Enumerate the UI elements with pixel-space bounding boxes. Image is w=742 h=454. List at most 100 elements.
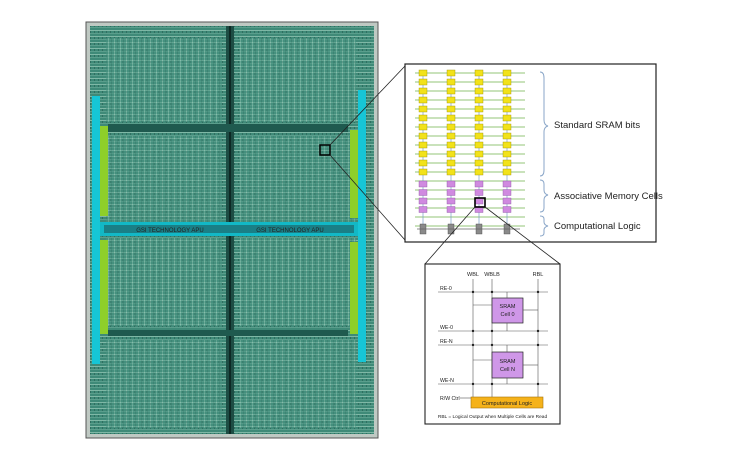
label-standard-sram: Standard SRAM bits	[554, 120, 640, 131]
sram-bit	[474, 69, 484, 77]
row-label-we0: WE-0	[440, 325, 453, 331]
die-block	[240, 340, 356, 428]
h-band	[108, 124, 348, 132]
col-label-wblb: WBLB	[484, 272, 500, 278]
lime-strip-right-bottom	[350, 242, 358, 334]
assoc-cell	[446, 189, 456, 196]
cyan-strip-right	[358, 90, 366, 362]
zoom2-line-left	[424, 206, 476, 265]
sram-bit	[502, 141, 512, 149]
row-label-ren: RE-N	[440, 339, 453, 345]
zoom2-line-right	[484, 206, 561, 265]
sram-bit	[502, 168, 512, 176]
sram-bit	[446, 132, 456, 140]
sram-bit	[474, 132, 484, 140]
assoc-cell	[446, 180, 456, 188]
assoc-cell	[502, 206, 512, 213]
zoom-line-bottom	[329, 154, 406, 241]
sram-bit	[418, 114, 428, 122]
zoom-source-marker	[319, 144, 331, 156]
assoc-cell	[474, 197, 484, 205]
sram-bit	[418, 105, 428, 113]
col-label-wbl: WBL	[467, 272, 479, 278]
sram-bit	[418, 150, 428, 158]
row-label-wen: WE-N	[440, 378, 454, 384]
sram-bit	[502, 159, 512, 167]
sram-bit	[474, 159, 484, 167]
sram-bit	[418, 132, 428, 140]
h-band	[108, 330, 348, 336]
die-block	[106, 340, 222, 428]
sram-bit	[474, 123, 484, 131]
assoc-cell	[446, 206, 456, 213]
sram-bit	[502, 123, 512, 131]
sram-bit	[418, 96, 428, 104]
sram-bit	[418, 69, 428, 77]
label-associative-memory: Associative Memory Cells	[554, 191, 663, 202]
die-block	[240, 136, 356, 222]
center-strip-text-right: GSI TECHNOLOGY APU	[256, 228, 323, 234]
sram-bit	[446, 123, 456, 131]
sram-bit	[474, 168, 484, 176]
sram-bit	[446, 87, 456, 95]
sram-bit	[418, 159, 428, 167]
cyan-strip-left	[92, 96, 100, 364]
sram-cell-n-line1: SRAM	[500, 359, 516, 365]
brace-logic	[539, 215, 549, 237]
die-block	[240, 38, 356, 122]
junction-dots	[471, 290, 540, 386]
sram-bit	[446, 105, 456, 113]
sram-bit	[474, 96, 484, 104]
brace-assoc	[539, 179, 549, 213]
assoc-cell	[446, 197, 456, 205]
assoc-cell	[502, 180, 512, 188]
sram-bit	[474, 141, 484, 149]
sram-bit	[446, 96, 456, 104]
computational-logic-label: Computational Logic	[482, 401, 532, 407]
sram-bit	[446, 150, 456, 158]
assoc-cell	[502, 189, 512, 196]
sram-bit	[502, 150, 512, 158]
label-computational-logic: Computational Logic	[554, 221, 641, 232]
zoom-line-top	[329, 65, 406, 146]
sram-cell-n	[491, 351, 524, 379]
assoc-cell	[418, 189, 428, 196]
lime-strip-right-top	[350, 130, 358, 218]
assoc-cell	[418, 197, 428, 205]
sram-bit	[502, 69, 512, 77]
sram-bit	[474, 78, 484, 86]
sram-bit	[446, 78, 456, 86]
assoc-cell	[474, 189, 484, 196]
sram-bit	[446, 141, 456, 149]
sram-bit	[502, 87, 512, 95]
sram-bit	[474, 105, 484, 113]
assoc-cell	[418, 180, 428, 188]
sram-bit	[418, 123, 428, 131]
sram-cell-n-line2: Cell N	[500, 367, 515, 373]
sram-cell-0-line2: Cell 0	[500, 312, 514, 318]
lime-strip-left-bottom	[100, 240, 108, 334]
center-strip-inner	[104, 225, 354, 233]
die-block	[106, 136, 222, 222]
sram-bit	[502, 78, 512, 86]
sram-cell-0	[491, 297, 524, 324]
brace-sram	[539, 71, 549, 177]
sram-bit	[418, 87, 428, 95]
die-block	[106, 238, 222, 326]
lime-strip-left-top	[100, 126, 108, 216]
sram-bit	[502, 105, 512, 113]
assoc-cell	[502, 197, 512, 205]
sram-bit	[446, 168, 456, 176]
sram-bit	[418, 168, 428, 176]
sram-bit	[502, 114, 512, 122]
assoc-cell	[474, 180, 484, 188]
sram-bit	[418, 78, 428, 86]
assoc-cell	[418, 206, 428, 213]
center-strip-text-left: GSI TECHNOLOGY APU	[136, 228, 203, 234]
zoom-cell-marker	[474, 197, 486, 208]
die-block	[106, 38, 222, 122]
sram-bit	[474, 114, 484, 122]
sram-bit	[474, 150, 484, 158]
circuit-footnote: RBL = Logical Output when Multiple Cells…	[438, 414, 548, 420]
